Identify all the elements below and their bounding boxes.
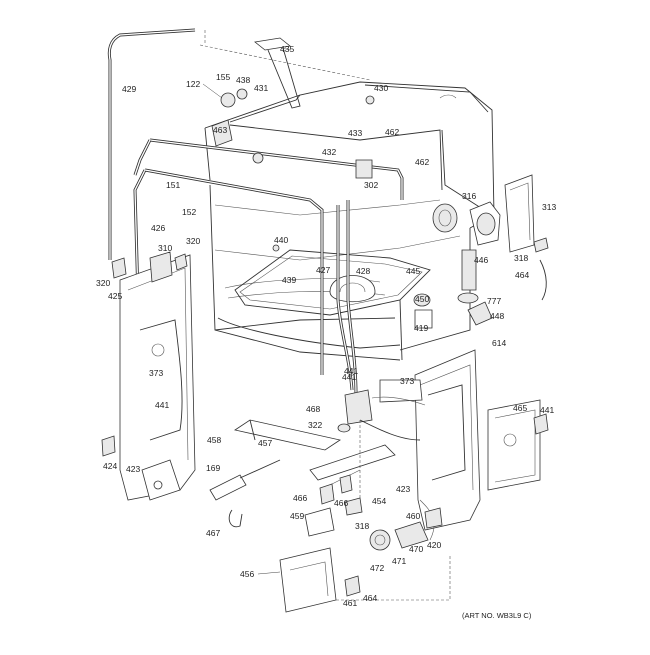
part-label-122: 122 xyxy=(186,79,200,89)
part-label-470: 470 xyxy=(409,544,423,554)
part-label-614: 614 xyxy=(492,338,506,348)
part-label-435: 435 xyxy=(280,44,294,54)
part-label-445: 445 xyxy=(406,266,420,276)
part-label-465: 465 xyxy=(513,403,527,413)
art-number: (ART NO. WB3L9 C) xyxy=(462,611,532,620)
hole xyxy=(153,480,163,490)
part-label-777: 777 xyxy=(487,296,501,306)
part-label-462b: 462 xyxy=(415,157,429,167)
part-label-320a: 320 xyxy=(186,236,200,246)
small-hardware xyxy=(211,88,549,435)
part-label-456: 456 xyxy=(240,569,254,579)
part-label-427: 427 xyxy=(316,265,330,275)
part-label-419: 419 xyxy=(414,323,428,333)
hole xyxy=(503,433,517,447)
vent-fill-assembly xyxy=(432,174,549,301)
part-label-454: 454 xyxy=(372,496,386,506)
part-label-151: 151 xyxy=(166,180,180,190)
part-label-438: 438 xyxy=(236,75,250,85)
part-label-432: 432 xyxy=(322,147,336,157)
part-label-440: 440 xyxy=(274,235,288,245)
part-label-320b: 320 xyxy=(96,278,110,288)
vent-duct xyxy=(199,30,371,109)
part-labels: 435 430 429 122 155 438 431 463 433 462 … xyxy=(96,44,556,620)
part-label-467: 467 xyxy=(206,528,220,538)
part-label-169: 169 xyxy=(206,463,220,473)
part-label-373a: 373 xyxy=(149,368,163,378)
part-label-152: 152 xyxy=(182,207,196,217)
part-label-457: 457 xyxy=(258,438,272,448)
hole xyxy=(151,343,165,357)
part-label-471: 471 xyxy=(392,556,406,566)
part-label-310: 310 xyxy=(158,243,172,253)
part-label-468: 468 xyxy=(306,404,320,414)
part-label-373b: 373 xyxy=(400,376,414,386)
part-label-472: 472 xyxy=(370,563,384,573)
side-gaskets xyxy=(336,200,358,396)
part-label-420: 420 xyxy=(427,540,441,550)
part-label-441c: 441 xyxy=(540,405,554,415)
part-label-464b: 464 xyxy=(363,593,377,603)
lower-hoses xyxy=(209,396,451,613)
part-label-428: 428 xyxy=(356,266,370,276)
part-label-441a: 441 xyxy=(344,366,358,376)
part-label-450: 450 xyxy=(415,294,429,304)
part-label-318a: 318 xyxy=(514,253,528,263)
part-label-302: 302 xyxy=(364,180,378,190)
part-label-463: 463 xyxy=(213,125,227,135)
part-label-448: 448 xyxy=(490,311,504,321)
part-label-426: 426 xyxy=(151,223,165,233)
part-label-433: 433 xyxy=(348,128,362,138)
part-label-466b: 466 xyxy=(334,498,348,508)
right-side-panel xyxy=(379,349,541,531)
part-label-155: 155 xyxy=(216,72,230,82)
part-label-425: 425 xyxy=(108,291,122,301)
part-label-460: 460 xyxy=(406,511,420,521)
part-label-318b: 318 xyxy=(355,521,369,531)
tub-assembly xyxy=(204,81,495,361)
part-label-430: 430 xyxy=(374,83,388,93)
part-label-441d: 441 xyxy=(342,372,356,382)
part-label-322: 322 xyxy=(308,420,322,430)
top-gasket-strip xyxy=(107,28,196,260)
part-label-313: 313 xyxy=(542,202,556,212)
part-label-466a: 466 xyxy=(293,493,307,503)
part-label-431: 431 xyxy=(254,83,268,93)
left-side-panel xyxy=(101,251,196,501)
part-label-462a: 462 xyxy=(385,127,399,137)
part-label-439: 439 xyxy=(282,275,296,285)
part-label-423b: 423 xyxy=(396,484,410,494)
part-label-458: 458 xyxy=(207,435,221,445)
part-label-461: 461 xyxy=(343,598,357,608)
part-label-441b: 441 xyxy=(155,400,169,410)
part-label-446: 446 xyxy=(474,255,488,265)
part-label-459: 459 xyxy=(290,511,304,521)
part-label-424: 424 xyxy=(103,461,117,471)
part-label-429: 429 xyxy=(122,84,136,94)
part-label-316: 316 xyxy=(462,191,476,201)
part-label-423a: 423 xyxy=(126,464,140,474)
part-label-464a: 464 xyxy=(515,270,529,280)
